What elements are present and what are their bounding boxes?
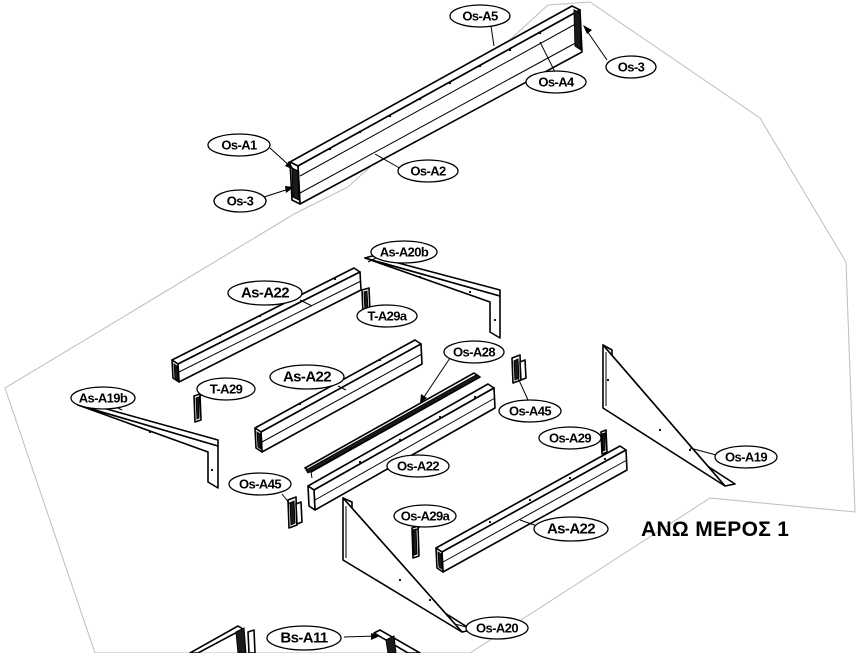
bracket-t-a29 <box>193 393 202 423</box>
label-os-a4: Os-A4 <box>525 70 587 94</box>
bracket-os-a45-right <box>511 354 527 384</box>
svg-text:Os-A19: Os-A19 <box>725 450 767 465</box>
label-t-a29: T-A29 <box>196 377 256 401</box>
top-beam <box>289 5 583 205</box>
label-os-a5: Os-A5 <box>449 4 511 28</box>
label-as-a22-upper: As-A22 <box>227 280 303 306</box>
svg-text:As-A20b: As-A20b <box>380 245 429 260</box>
bracket-os-a29a <box>411 525 420 559</box>
svg-text:Os-A29a: Os-A29a <box>401 509 451 524</box>
svg-text:Os-A45: Os-A45 <box>239 477 281 492</box>
label-as-a22-middle: As-A22 <box>269 364 345 390</box>
rail-as-a22-lower <box>435 445 628 573</box>
label-as-a20b: As-A20b <box>370 240 438 264</box>
label-os-a1: Os-A1 <box>207 133 271 157</box>
label-os-a45-left: Os-A45 <box>228 472 292 496</box>
label-os-3-left: Os-3 <box>213 189 267 213</box>
svg-text:Bs-A11: Bs-A11 <box>280 630 328 647</box>
gusset-as-a20b <box>364 255 501 339</box>
rail-os-a22 <box>307 383 496 511</box>
label-as-a22-lower: As-A22 <box>533 516 609 542</box>
svg-text:As-A19b: As-A19b <box>79 391 128 406</box>
svg-text:Os-A45: Os-A45 <box>509 404 551 419</box>
top-beam-holes <box>328 31 542 151</box>
svg-text:T-A29: T-A29 <box>210 382 243 397</box>
label-os-a19: Os-A19 <box>714 445 778 469</box>
label-os-a20: Os-A20 <box>465 616 529 640</box>
svg-text:Os-A20: Os-A20 <box>476 621 518 636</box>
svg-text:Os-A1: Os-A1 <box>221 138 257 153</box>
svg-text:Os-A4: Os-A4 <box>538 75 575 90</box>
bracket-os-a29 <box>600 429 608 455</box>
svg-text:Os-A2: Os-A2 <box>410 164 446 179</box>
svg-text:As-A22: As-A22 <box>283 369 331 386</box>
svg-text:As-A22: As-A22 <box>547 521 595 538</box>
label-as-a19b: As-A19b <box>70 386 136 410</box>
label-os-a29: Os-A29 <box>538 426 602 450</box>
bracket-os-a45-left <box>287 496 303 529</box>
label-bs-a11: Bs-A11 <box>266 625 342 651</box>
rod-os-a28 <box>304 372 481 479</box>
svg-text:Os-A28: Os-A28 <box>453 345 495 360</box>
drawing-title: ΑΝΩ ΜΕΡΟΣ 1 <box>641 518 790 541</box>
svg-text:Os-A5: Os-A5 <box>462 9 498 24</box>
gusset-os-a19 <box>602 344 736 487</box>
label-t-a29a: T-A29a <box>356 304 418 328</box>
base-plate-outline <box>4 1 856 653</box>
svg-text:Os-3: Os-3 <box>227 194 254 209</box>
label-os-3-top: Os-3 <box>605 55 657 79</box>
svg-text:Os-A29: Os-A29 <box>549 431 591 446</box>
label-os-a29a: Os-A29a <box>393 504 457 528</box>
label-os-a28: Os-A28 <box>443 340 505 364</box>
svg-text:Os-3: Os-3 <box>618 60 645 75</box>
svg-text:T-A29a: T-A29a <box>367 309 407 324</box>
svg-text:Os-A22: Os-A22 <box>397 459 439 474</box>
label-os-a2: Os-A2 <box>397 159 459 183</box>
gusset-os-a20 <box>342 497 473 633</box>
bottom-partial-parts <box>189 625 421 653</box>
label-os-a22: Os-A22 <box>386 454 450 478</box>
label-os-a45-right: Os-A45 <box>498 399 562 423</box>
svg-text:As-A22: As-A22 <box>241 285 289 302</box>
